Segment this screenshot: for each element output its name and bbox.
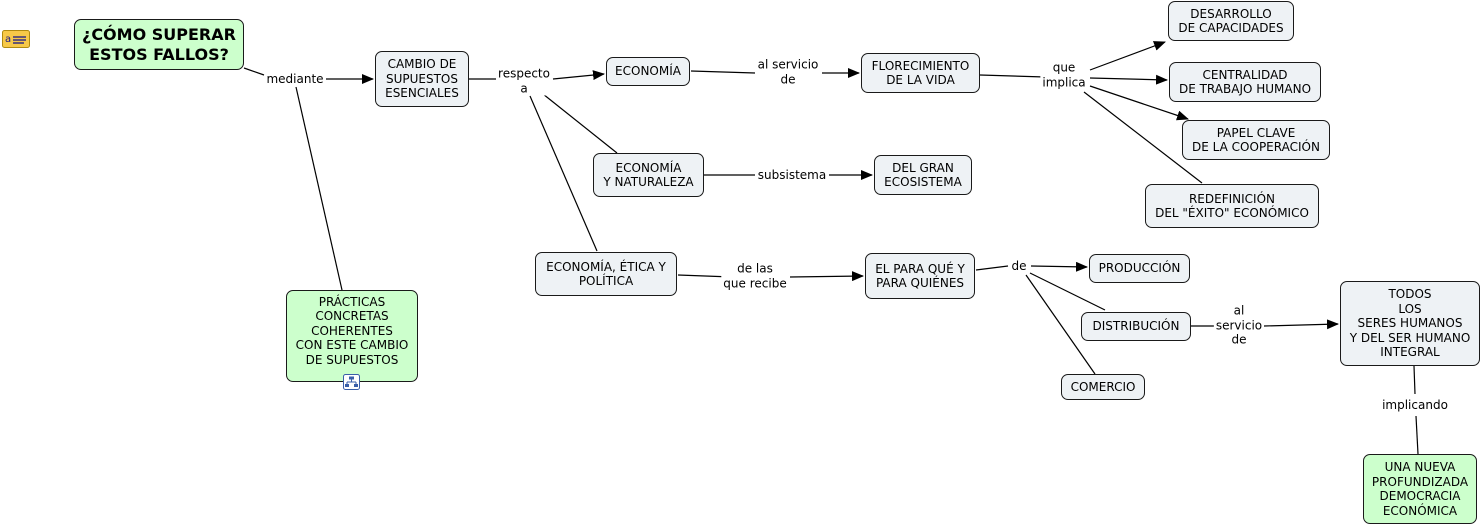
link-label-subsistema: subsistema [755,167,829,183]
practicas-concretas-node[interactable]: PRÁCTICAS CONCRETAS COHERENTES CON ESTE … [286,290,418,382]
link-label-que-implica: que implica [1040,60,1088,90]
title-node[interactable]: ¿CÓMO SUPERAR ESTOS FALLOS? [74,19,244,70]
florecimiento-node[interactable]: FLORECIMIENTO DE LA VIDA [861,53,980,93]
economia-naturaleza-node[interactable]: ECONOMÍA Y NATURALEZA [593,153,704,197]
cambio-de-supuestos-node[interactable]: CAMBIO DE SUPUESTOS ESENCIALES [375,51,469,107]
link-label-de: de [1009,258,1029,274]
concept-map-icon[interactable] [343,374,360,390]
papel-clave-node[interactable]: PAPEL CLAVE DE LA COOPERACIÓN [1182,120,1330,160]
desarrollo-node[interactable]: DESARROLLO DE CAPACIDADES [1168,1,1294,41]
produccion-node[interactable]: PRODUCCIÓN [1089,254,1190,283]
note-icon[interactable]: a [2,30,30,48]
economia-etica-politica-node[interactable]: ECONOMÍA, ÉTICA Y POLÍTICA [535,252,677,296]
link-label-al-servicio-de: al servicio de [755,57,821,87]
svg-text:a: a [5,34,11,45]
comercio-node[interactable]: COMERCIO [1061,374,1145,400]
link-label-de-las-que-recibe: de las que recibe [721,261,789,291]
link-label-implicando: implicando [1380,397,1450,413]
nueva-democracia-node[interactable]: UNA NUEVA PROFUNDIZADA DEMOCRACIA ECONÓM… [1363,454,1477,524]
para-que-node[interactable]: EL PARA QUÉ Y PARA QUIÉNES [865,253,975,299]
link-label-al-servicio-de-2: al servicio de [1213,303,1265,347]
redefinicion-node[interactable]: REDEFINICIÓN DEL "ÉXITO" ECONÓMICO [1145,184,1319,228]
centralidad-node[interactable]: CENTRALIDAD DE TRABAJO HUMANO [1169,62,1321,102]
link-label-mediante: mediante [264,71,326,87]
economia-node[interactable]: ECONOMÍA [606,57,690,86]
distribucion-node[interactable]: DISTRIBUCIÓN [1081,312,1191,341]
gran-ecosistema-node[interactable]: DEL GRAN ECOSISTEMA [874,155,972,195]
link-label-respecto-a: respecto a [496,66,552,96]
todos-los-seres-humanos-node[interactable]: TODOS LOS SERES HUMANOS Y DEL SER HUMANO… [1340,281,1480,366]
